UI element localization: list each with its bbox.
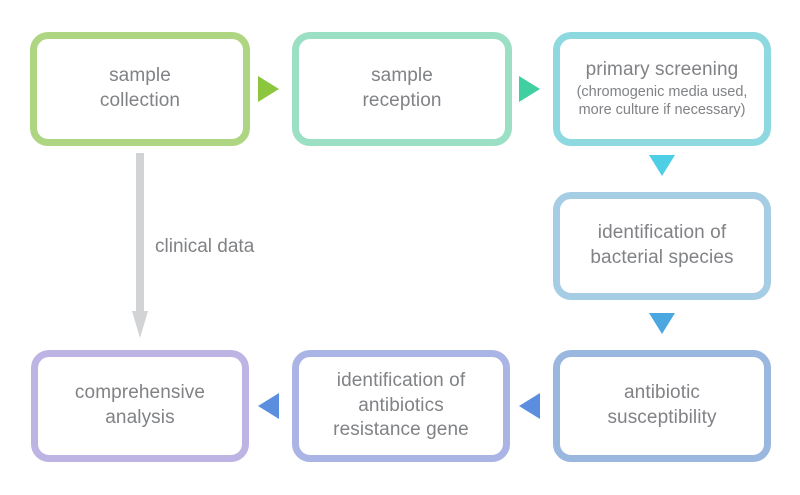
arrow-right-icon-collection-to-reception: [258, 76, 279, 102]
node-label-line3: resistance gene: [333, 419, 469, 441]
arrow-right-icon-reception-to-screening: [519, 76, 540, 102]
node-identification-of-antibiotics-resistance-gene[interactable]: identification of antibiotics resistance…: [292, 350, 510, 462]
node-antibiotic-susceptibility[interactable]: antibiotic susceptibility: [553, 350, 771, 462]
arrow-down-icon-screening-to-species: [649, 155, 675, 176]
node-sublabel: (chromogenic media used, more culture if…: [576, 84, 748, 118]
node-label-line2: analysis: [105, 407, 175, 428]
node-comprehensive-analysis[interactable]: comprehensive analysis: [31, 350, 249, 462]
node-label-line2: reception: [362, 90, 442, 111]
node-label-line1: identification of: [336, 369, 466, 391]
clinical-data-connector: [132, 153, 148, 338]
node-sample-collection[interactable]: sample collection: [30, 32, 250, 146]
node-primary-screening[interactable]: primary screening (chromogenic media use…: [553, 32, 771, 146]
node-label-line2: bacterial species: [590, 247, 734, 268]
arrow-left-icon-susceptibility-to-gene: [519, 393, 540, 419]
node-label-line1: primary screening: [585, 59, 739, 81]
node-label-line2: susceptibility: [607, 407, 717, 428]
node-label-line1: sample: [371, 65, 433, 87]
node-identification-of-bacterial-species[interactable]: identification of bacterial species: [553, 192, 771, 300]
arrow-down-icon-species-to-susceptibility: [649, 313, 675, 334]
node-sample-reception[interactable]: sample reception: [292, 32, 512, 146]
node-label-line1: identification of: [597, 222, 727, 244]
node-label-line1: antibiotic: [624, 382, 700, 404]
arrow-down-icon-clinical-data: [132, 311, 148, 338]
node-label-line1: sample: [109, 65, 171, 87]
arrow-left-icon-gene-to-analysis: [258, 393, 279, 419]
connector-label-clinical-data: clinical data: [155, 236, 255, 257]
node-label-line2: collection: [99, 90, 181, 111]
node-label-line1: comprehensive: [74, 382, 206, 404]
connector-shaft: [136, 153, 144, 313]
node-label-line2: antibiotics: [358, 394, 444, 416]
